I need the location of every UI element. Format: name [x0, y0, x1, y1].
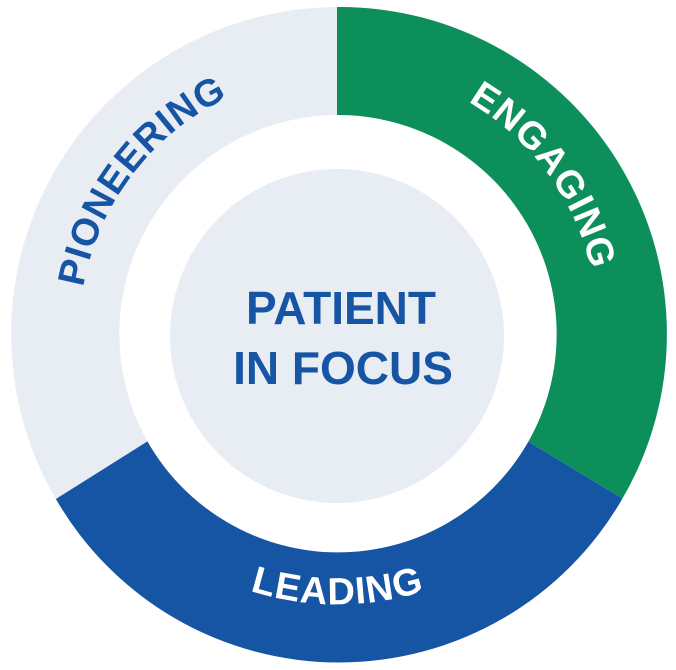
- center-title-line1: PATIENT: [246, 282, 436, 334]
- engaging-segment: [337, 6, 667, 499]
- leading-segment: [55, 441, 623, 663]
- center-circle: [170, 169, 504, 503]
- center-title-line2: IN FOCUS: [233, 342, 453, 394]
- pioneering-segment: [11, 7, 337, 499]
